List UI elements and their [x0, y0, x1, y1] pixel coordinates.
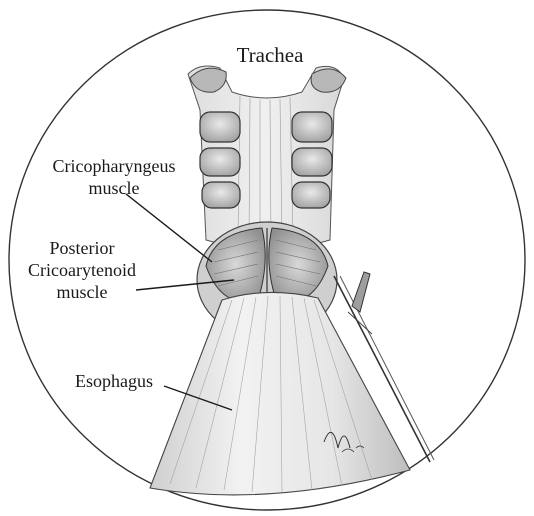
label-trachea: Trachea	[210, 44, 330, 66]
label-pca-line1: Posterior	[22, 237, 142, 259]
label-cricopharyngeus-line2: muscle	[38, 177, 190, 199]
label-esophagus: Esophagus	[58, 370, 170, 392]
label-pca-line2: Cricoarytenoid	[22, 259, 142, 281]
label-pca-line3: muscle	[22, 281, 142, 303]
label-cricopharyngeus-line1: Cricopharyngeus	[38, 155, 190, 177]
label-cricopharyngeus-muscle: Cricopharyngeus muscle	[38, 155, 190, 199]
label-posterior-cricoarytenoid-muscle: Posterior Cricoarytenoid muscle	[22, 237, 142, 303]
